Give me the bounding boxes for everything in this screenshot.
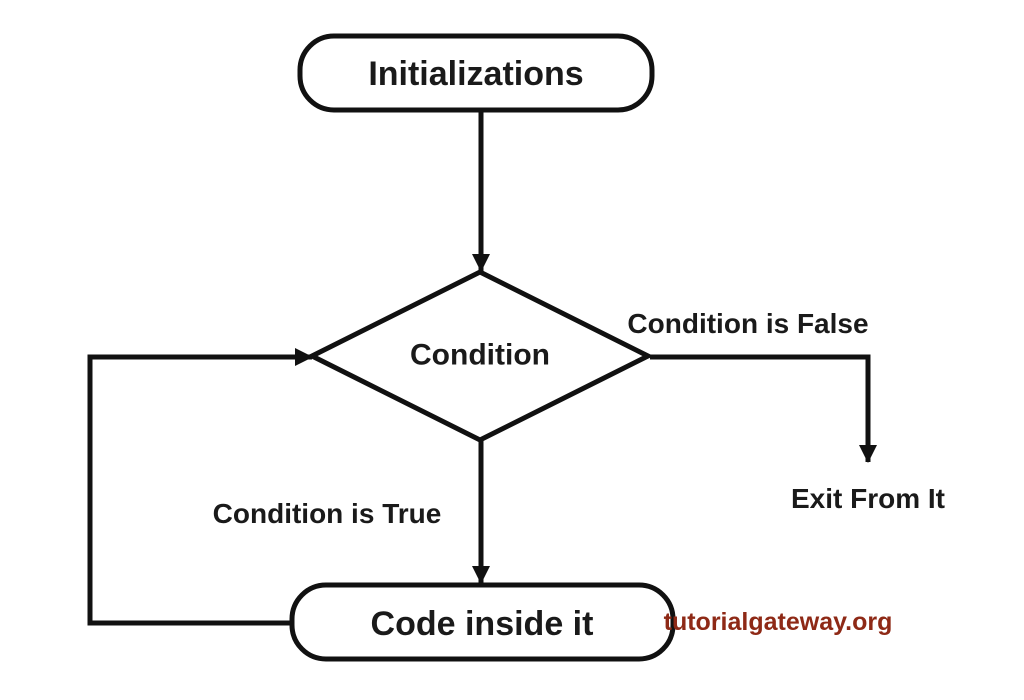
condition-diamond [306, 269, 654, 443]
start-node-label: Initializations [368, 55, 583, 93]
start-node-box [297, 33, 655, 113]
true-branch-label: Condition is True [213, 498, 442, 529]
loopback-arrow [87, 348, 313, 626]
condition-label: Condition [410, 339, 550, 372]
false-branch-label: Condition is False [627, 308, 868, 339]
watermark-text: tutorialgateway.org [664, 608, 893, 636]
exit-node-label: Exit From It [791, 483, 945, 514]
body-node-label: Code inside it [371, 605, 594, 643]
false-branch-arrow [650, 354, 877, 463]
